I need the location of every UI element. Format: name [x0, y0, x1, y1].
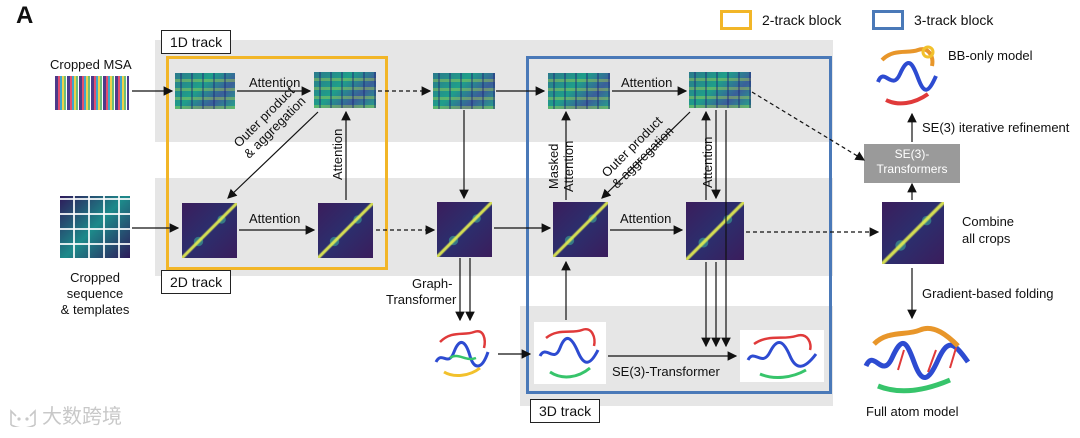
heatmap-1d-d	[548, 73, 610, 109]
label-attention-2d-b: Attention	[620, 211, 672, 226]
track-1d-label: 1D track	[161, 30, 232, 54]
heatmap-2d-b	[318, 203, 373, 258]
label-masked-attention: Masked Attention	[546, 141, 576, 192]
legend-three-track-swatch	[872, 10, 904, 30]
label-masked-line2: Attention	[561, 140, 576, 192]
track-3d-label: 3D track	[530, 399, 601, 423]
heatmap-2d-a	[182, 203, 237, 258]
protein-structure-full-atom	[858, 320, 978, 400]
two-track-block	[166, 56, 388, 270]
input-seq-label-1: Cropped	[70, 270, 120, 285]
label-attention-1d-b: Attention	[621, 75, 673, 90]
label-combine-1: Combine	[962, 214, 1015, 229]
input-seq-label-2: sequence	[66, 286, 124, 301]
template-image	[60, 196, 130, 258]
label-attention-vertical-a: Attention	[330, 128, 345, 180]
protein-structure-bb-only	[872, 42, 942, 110]
track-2d-label: 2D track	[161, 270, 232, 294]
msa-image	[55, 76, 129, 110]
heatmap-2d-e	[686, 202, 744, 260]
heatmap-2d-combined	[882, 202, 944, 264]
label-iterative-refinement: SE(3) iterative refinement	[922, 120, 1070, 135]
protein-structure-3d-b	[740, 330, 824, 382]
label-attention-1d-a: Attention	[249, 75, 301, 90]
panel-label: A	[16, 2, 34, 29]
protein-structure-graph	[430, 322, 494, 382]
three-track-block	[526, 56, 832, 394]
label-masked-line1: Masked	[546, 143, 561, 190]
heatmap-2d-c	[437, 202, 492, 257]
cat-face-icon	[8, 405, 38, 429]
heatmap-1d-a	[175, 73, 235, 109]
label-graph-transformer-1: Graph-	[412, 276, 453, 291]
heatmap-1d-c	[433, 73, 495, 109]
label-attention-2d-a: Attention	[249, 211, 301, 226]
se3-box-line1: SE(3)-	[894, 147, 930, 161]
legend-three-track-label: 3-track block	[914, 12, 994, 28]
heatmap-2d-d	[553, 202, 608, 257]
heatmap-1d-e	[689, 72, 751, 108]
label-graph-transformer-2: Transformer	[386, 292, 457, 307]
heatmap-1d-b	[314, 72, 376, 108]
se3-transformers-box: SE(3)- Transformers	[864, 144, 960, 183]
input-msa-label: Cropped MSA	[50, 57, 132, 72]
se3-box-line2: Transformers	[876, 162, 948, 176]
label-combine-2: all crops	[962, 231, 1011, 246]
label-bb-only-model: BB-only model	[948, 48, 1033, 63]
label-attention-vertical-b: Attention	[700, 136, 715, 188]
label-full-atom-model: Full atom model	[866, 404, 959, 419]
protein-structure-3d-a	[534, 322, 606, 384]
input-seq-label-3: & templates	[60, 302, 130, 317]
label-se3-transformer: SE(3)-Transformer	[612, 364, 720, 379]
label-gradient-folding: Gradient-based folding	[922, 286, 1054, 301]
watermark-text: 大数跨境	[42, 406, 122, 428]
legend-two-track-swatch	[720, 10, 752, 30]
legend-two-track-label: 2-track block	[762, 12, 842, 28]
